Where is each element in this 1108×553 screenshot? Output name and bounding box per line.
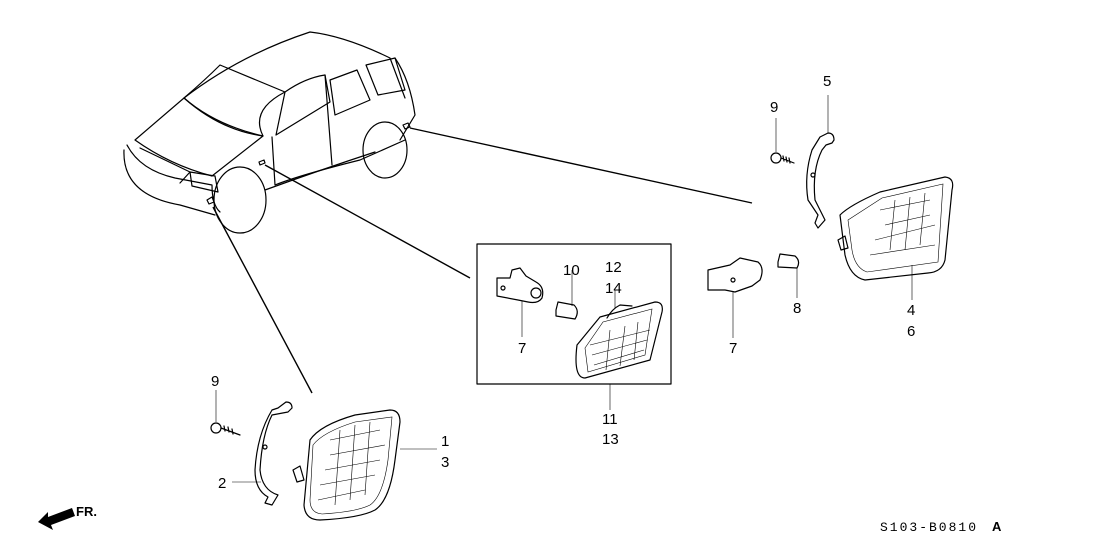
front-lens: [292, 409, 437, 521]
front-screw: [210, 390, 241, 436]
side-marker-lens: [575, 290, 663, 410]
drawing-code-suffix: A: [992, 519, 1002, 534]
callout-side-marker-top-a: 12: [605, 259, 622, 276]
rear-bracket: [806, 95, 835, 229]
callout-rear-lens-a: 4: [907, 302, 915, 319]
callout-side-socket: 7: [518, 340, 526, 357]
callout-rear-screw: 9: [770, 99, 778, 116]
rear-socket: [707, 257, 763, 338]
side-socket: [496, 267, 544, 337]
direction-label: FR.: [76, 504, 97, 519]
callout-side-marker-bottom-b: 13: [602, 431, 619, 448]
callout-rear-socket: 7: [729, 340, 737, 357]
side-bulb: [555, 270, 578, 320]
rear-bulb: [777, 253, 800, 298]
callout-rear-lens-b: 6: [907, 323, 915, 340]
callout-side-bulb: 10: [563, 262, 580, 279]
rear-marker-location: [402, 122, 411, 130]
leader-line-rear: [409, 127, 753, 204]
rear-screw: [770, 118, 795, 164]
callout-front-bracket: 2: [218, 475, 226, 492]
front-arrow-icon: [38, 508, 75, 530]
callout-side-marker-top-b: 14: [605, 280, 622, 297]
callout-side-marker-bottom-a: 11: [602, 411, 618, 428]
leader-line-side: [264, 164, 471, 279]
callout-rear-bulb: 8: [793, 300, 801, 317]
side-marker-group-box: [476, 243, 672, 385]
callout-front-lens-a: 1: [441, 433, 449, 450]
vehicle-illustration: [123, 31, 416, 234]
side-marker-location: [258, 159, 266, 166]
callout-front-screw: 9: [211, 373, 219, 390]
rear-lens: [837, 176, 954, 300]
leader-line-front: [212, 206, 313, 394]
callout-rear-bracket: 5: [823, 73, 831, 90]
front-bracket: [232, 401, 293, 506]
front-direction-indicator: FR.: [38, 504, 97, 530]
front-marker-location: [206, 196, 215, 205]
drawing-code: S103-B0810: [880, 520, 978, 535]
callout-front-lens-b: 3: [441, 454, 449, 471]
